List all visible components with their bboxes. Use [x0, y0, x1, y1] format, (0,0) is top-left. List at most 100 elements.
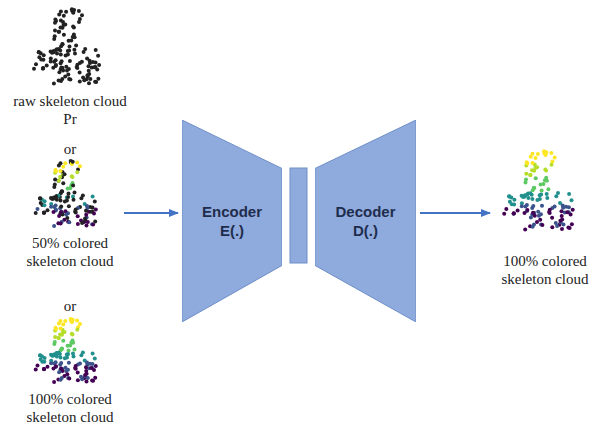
cloud-point — [43, 199, 47, 203]
cloud-point — [49, 196, 53, 200]
cloud-point — [512, 212, 516, 216]
cloud-point — [59, 355, 63, 359]
cloud-point — [53, 335, 57, 339]
cloud-point — [556, 191, 560, 195]
cloud-point — [65, 372, 69, 376]
trapezoid-outline — [315, 120, 416, 322]
cloud-point — [571, 208, 575, 212]
cloud-point — [68, 77, 72, 81]
cloud-point — [54, 48, 58, 52]
cloud-point — [570, 198, 574, 202]
cloud-point — [93, 200, 97, 204]
cloud-point — [91, 351, 95, 355]
cloud-point — [42, 210, 46, 214]
cloud-point — [93, 356, 97, 360]
cloud-point — [75, 318, 79, 322]
cloud-point — [89, 210, 93, 214]
cloud-point — [64, 209, 68, 213]
cloud-point — [59, 25, 63, 29]
cloud-point — [71, 194, 75, 198]
cloud-point — [59, 79, 63, 83]
trapezoid-block: Encoder E(.) — [182, 120, 282, 322]
cloud-point — [69, 38, 73, 42]
cloud-point — [546, 187, 550, 191]
cloud-point — [59, 327, 63, 331]
cloud-point — [41, 66, 45, 70]
cloud-point — [51, 66, 55, 70]
cloud-point — [57, 321, 61, 325]
cloud-point — [53, 340, 57, 344]
cloud-point — [38, 353, 42, 357]
cloud-point — [83, 47, 87, 51]
cloud-point — [54, 327, 58, 331]
cloud-point — [57, 164, 61, 168]
cloud-point — [80, 221, 84, 225]
cloud-point — [49, 205, 53, 209]
caption-label: 50% colored skeleton cloud — [10, 234, 130, 270]
cloud-point — [53, 178, 57, 182]
cloud-point — [504, 207, 508, 211]
cloud-point — [62, 33, 66, 37]
cloud-point — [67, 204, 71, 208]
cloud-point — [59, 19, 63, 23]
cloud-point — [57, 179, 61, 183]
cloud-point — [71, 333, 75, 337]
cloud-point — [91, 362, 95, 366]
cloud-point — [54, 169, 58, 173]
cloud-point — [72, 26, 76, 30]
cloud-point — [529, 216, 533, 220]
cloud-point — [42, 367, 46, 371]
cloud-point — [512, 212, 516, 216]
cloud-point — [59, 53, 63, 57]
cloud-point — [531, 161, 535, 165]
cloud-point — [512, 203, 516, 207]
caption-label: or — [50, 297, 90, 315]
cloud-point — [85, 204, 89, 208]
cloud-point — [71, 160, 75, 164]
cloud-point — [66, 352, 70, 356]
cloud-point — [77, 20, 81, 24]
cloud-point — [60, 346, 64, 350]
cloud-point — [93, 220, 97, 224]
cloud-point — [59, 169, 63, 173]
cloud-point — [520, 204, 524, 208]
cloud-point — [530, 197, 534, 201]
cloud-point — [57, 370, 61, 374]
cloud-point — [36, 207, 40, 211]
cloud-point — [91, 206, 95, 210]
cloud-point — [86, 376, 90, 380]
cloud-point — [74, 43, 78, 47]
cloud-point — [41, 67, 45, 71]
cloud-point — [507, 194, 511, 198]
cloud-point — [72, 198, 76, 202]
cloud-point — [71, 25, 75, 29]
cloud-point — [43, 356, 47, 360]
cloud-point — [523, 211, 527, 215]
cloud-point — [61, 339, 65, 343]
latent-bar — [290, 168, 307, 263]
cloud-point — [550, 225, 554, 229]
cloud-point — [38, 197, 42, 201]
cloud-point — [90, 222, 94, 226]
cloud-point — [555, 224, 559, 228]
cloud-point — [64, 65, 68, 69]
cloud-point — [94, 80, 98, 84]
cloud-point — [74, 364, 78, 368]
cloud-point — [96, 77, 100, 81]
cloud-point — [64, 213, 68, 217]
cloud-point — [570, 222, 574, 226]
cloud-point — [34, 62, 38, 66]
cloud-point — [512, 211, 516, 215]
cloud-point — [520, 194, 524, 198]
cloud-point — [94, 61, 98, 65]
cloud-point — [46, 365, 50, 369]
caption-label: raw skeleton cloud Pr — [10, 92, 130, 128]
cloud-point — [525, 208, 529, 212]
cloud-point — [543, 168, 547, 172]
cloud-point — [545, 192, 549, 196]
cloud-point — [85, 361, 89, 365]
cloud-point — [80, 13, 84, 17]
cloud-point — [65, 216, 69, 220]
cloud-point — [67, 220, 71, 224]
